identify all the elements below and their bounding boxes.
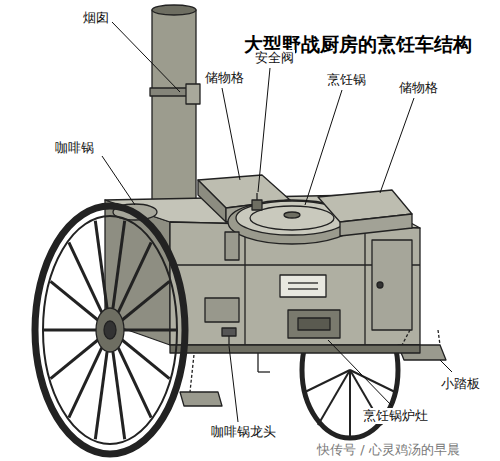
part-label: 烹饪锅炉灶 (362, 408, 429, 424)
watermark: 快传号 / 心灵鸡汤的早晨 (316, 442, 461, 458)
part-label: 储物格 (204, 70, 245, 86)
part-label: 咖啡锅 (54, 140, 95, 156)
part-label: 储物格 (398, 80, 439, 96)
part-label: 烟囱 (82, 10, 110, 26)
part-label: 咖啡锅龙头 (210, 424, 277, 440)
part-label: 小踏板 (440, 376, 481, 392)
part-label: 安全阀 (254, 50, 295, 66)
part-label: 烹饪锅 (326, 72, 367, 88)
